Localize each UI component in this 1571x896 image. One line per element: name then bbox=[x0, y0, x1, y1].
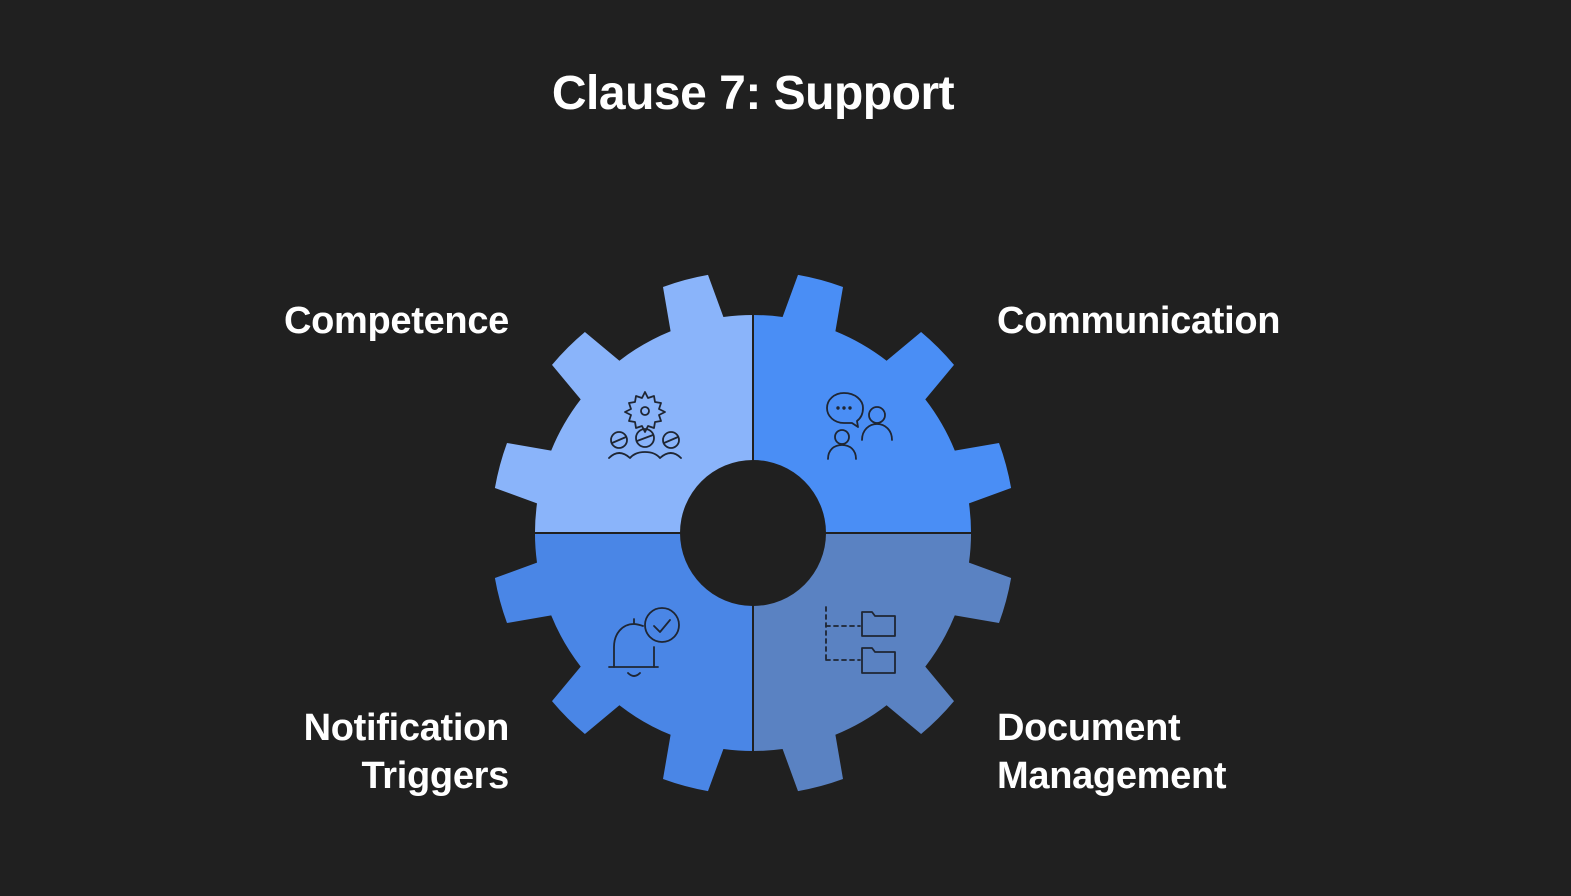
label-notification-triggers: Notification Triggers bbox=[303, 707, 510, 797]
label-document-management: Document Management bbox=[997, 707, 1227, 797]
gear-segment-competence bbox=[494, 274, 753, 533]
gear-segment-document-management bbox=[753, 533, 1012, 792]
people-chat-icon bbox=[826, 392, 893, 460]
bell-check-icon bbox=[608, 607, 680, 677]
team-gear-icon bbox=[608, 391, 682, 459]
folder-tree-icon bbox=[825, 606, 896, 674]
diagram-title: Clause 7: Support bbox=[551, 67, 955, 120]
gear-center-hole bbox=[680, 460, 826, 606]
label-communication: Communication bbox=[997, 300, 1281, 342]
label-competence: Competence bbox=[283, 300, 509, 342]
gear-segment-communication bbox=[753, 274, 1012, 533]
gear-segment-notification-triggers bbox=[494, 533, 753, 792]
